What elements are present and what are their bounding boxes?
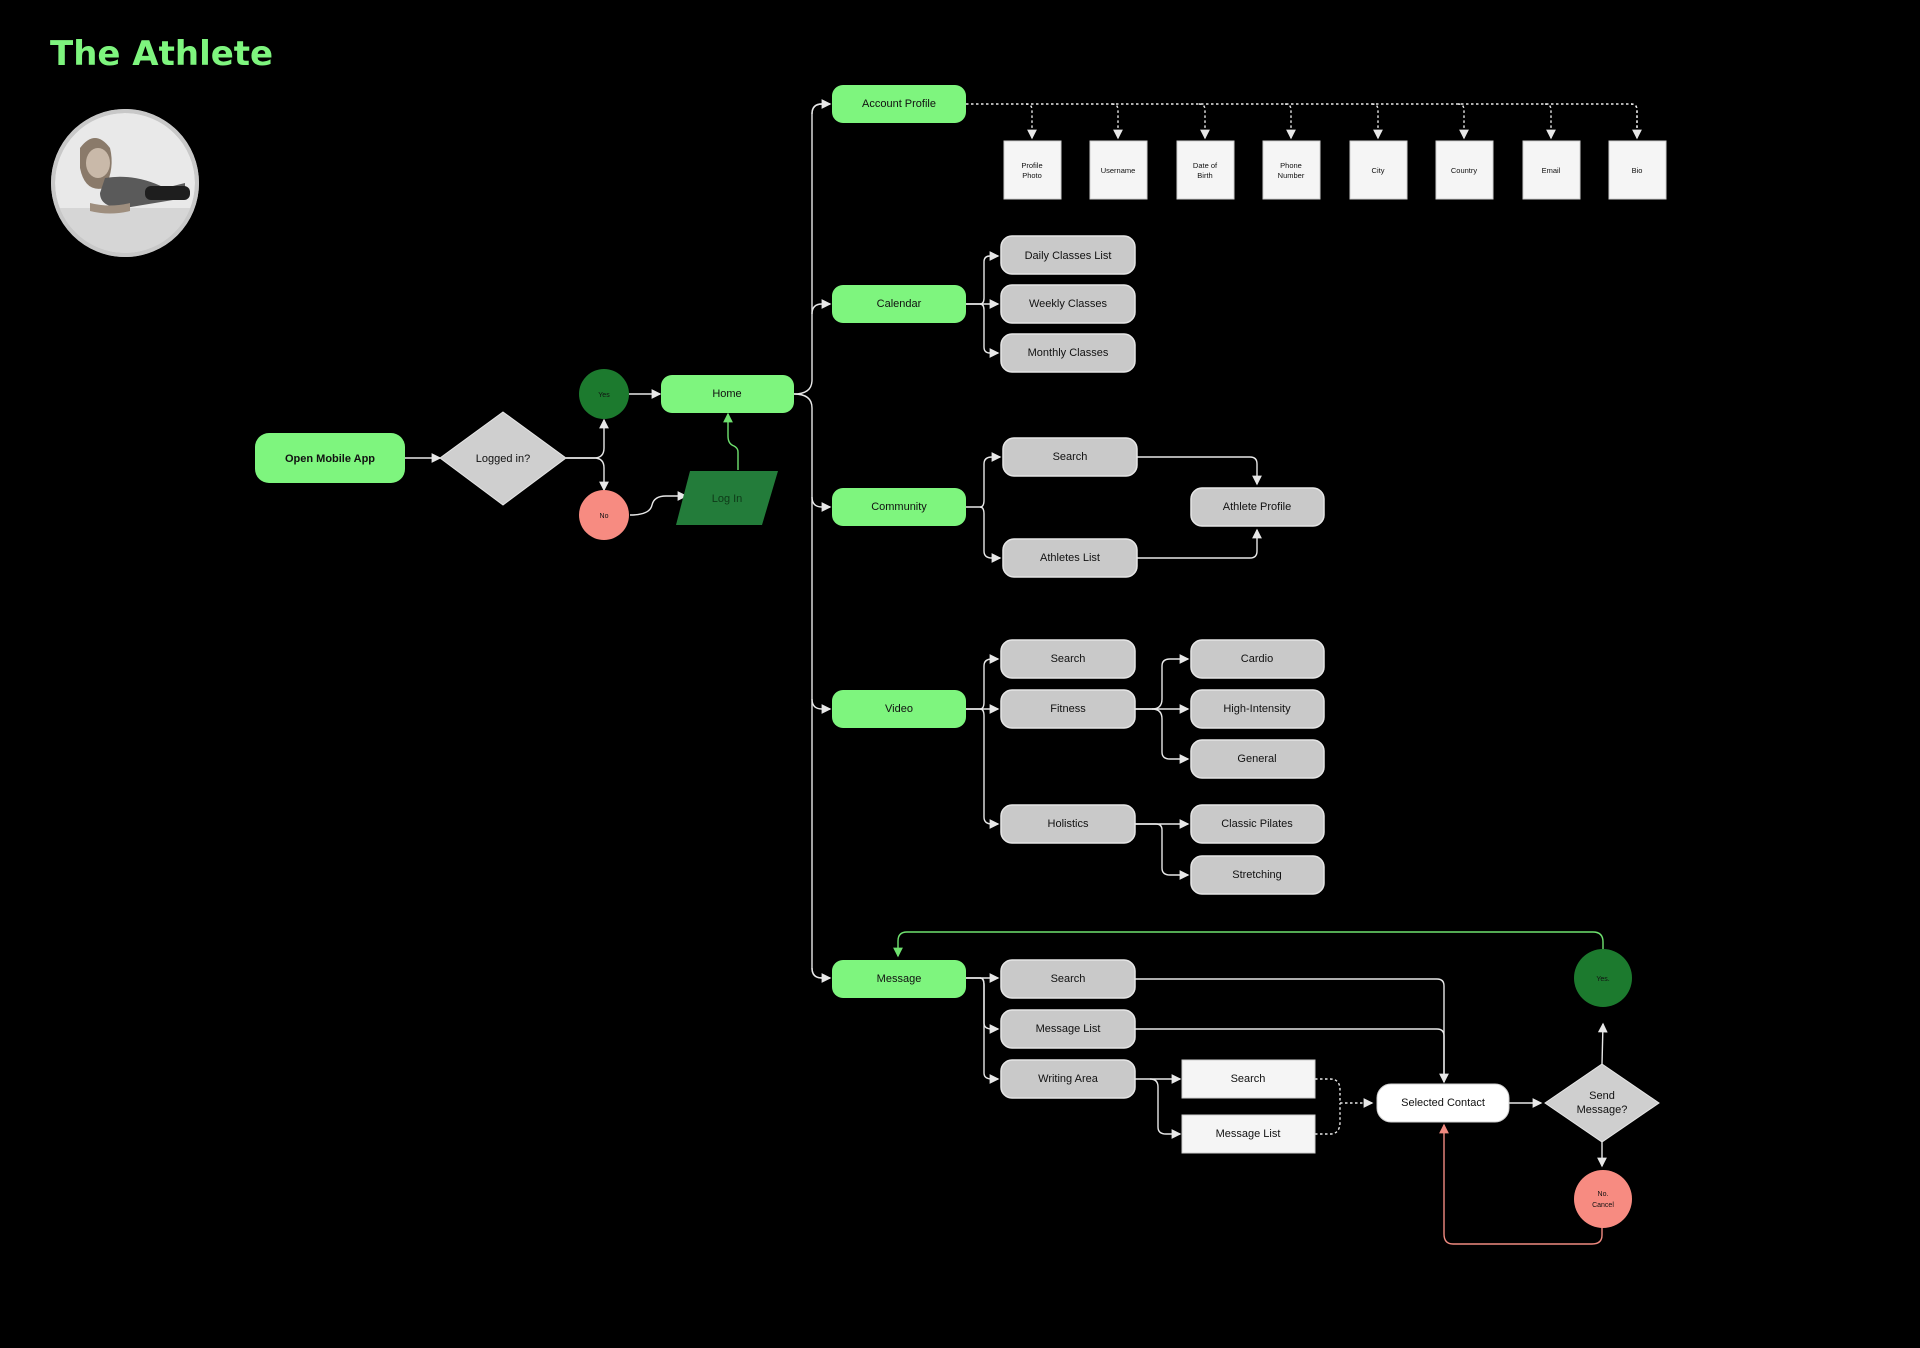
node-logged-in-decision[interactable]: Logged in?	[439, 411, 567, 506]
node-weekly-classes[interactable]: Weekly Classes	[1000, 284, 1136, 324]
node-open-mobile-app[interactable]: Open Mobile App	[255, 433, 405, 483]
node-send-message-decision[interactable]: Send Message?	[1544, 1063, 1660, 1143]
profile-field-date-of-birth[interactable]: Date of Birth	[1176, 140, 1235, 200]
node-video[interactable]: Video	[832, 690, 966, 728]
node-label: Message List	[1036, 1023, 1101, 1035]
node-send-no-cancel[interactable]: No. Cancel	[1574, 1170, 1632, 1228]
node-label: City	[1372, 166, 1385, 175]
node-label: Email	[1542, 166, 1561, 175]
connectors	[405, 99, 1642, 1245]
profile-field-city[interactable]: City	[1349, 140, 1408, 200]
node-send-yes[interactable]: Yes.	[1574, 949, 1632, 1007]
node-label: Weekly Classes	[1029, 298, 1108, 310]
node-home[interactable]: Home	[661, 375, 794, 413]
node-label: Search	[1053, 451, 1088, 463]
node-label: Search	[1051, 653, 1086, 665]
node-cardio[interactable]: Cardio	[1190, 639, 1325, 679]
node-general[interactable]: General	[1190, 739, 1325, 779]
node-label: Birth	[1197, 171, 1212, 180]
node-holistics[interactable]: Holistics	[1000, 804, 1136, 844]
node-label: Monthly Classes	[1028, 347, 1109, 359]
node-label: Date of	[1193, 161, 1218, 170]
node-athlete-profile[interactable]: Athlete Profile	[1190, 487, 1325, 527]
node-label: Message List	[1216, 1128, 1281, 1140]
athlete-avatar-icon	[51, 109, 199, 257]
node-label: Writing Area	[1038, 1073, 1099, 1085]
node-label: Logged in?	[476, 453, 530, 465]
node-label: Fitness	[1050, 703, 1086, 715]
node-athletes-list[interactable]: Athletes List	[1002, 538, 1138, 578]
profile-field-phone-number[interactable]: Phone Number	[1262, 140, 1321, 200]
node-selected-contact[interactable]: Selected Contact	[1376, 1083, 1510, 1123]
node-label: Phone	[1280, 161, 1302, 170]
node-label: Holistics	[1048, 818, 1089, 830]
node-classic-pilates[interactable]: Classic Pilates	[1190, 804, 1325, 844]
node-writing-message-list[interactable]: Message List	[1181, 1114, 1316, 1154]
node-community[interactable]: Community	[832, 488, 966, 526]
node-label: Open Mobile App	[285, 453, 375, 465]
node-message-search[interactable]: Search	[1000, 959, 1136, 999]
node-label: Home	[712, 388, 741, 400]
node-label: Calendar	[877, 298, 922, 310]
node-label: Country	[1451, 166, 1478, 175]
node-label: Cardio	[1241, 653, 1273, 665]
profile-field-country[interactable]: Country	[1435, 140, 1494, 200]
node-label: Account Profile	[862, 98, 936, 110]
node-account-profile[interactable]: Account Profile	[832, 85, 966, 123]
node-label: Send	[1589, 1090, 1615, 1102]
node-log-in[interactable]: Log In	[676, 471, 778, 525]
node-label: General	[1237, 753, 1276, 765]
node-message-list[interactable]: Message List	[1000, 1009, 1136, 1049]
node-message[interactable]: Message	[832, 960, 966, 998]
node-label: Photo	[1022, 171, 1042, 180]
node-label: No	[600, 513, 609, 520]
node-label: Classic Pilates	[1221, 818, 1293, 830]
node-stretching[interactable]: Stretching	[1190, 855, 1325, 895]
node-label: Number	[1278, 171, 1305, 180]
node-label: Community	[871, 501, 927, 513]
node-writing-search[interactable]: Search	[1181, 1059, 1316, 1099]
profile-field-bio[interactable]: Bio	[1608, 140, 1667, 200]
node-community-search[interactable]: Search	[1002, 437, 1138, 477]
node-label: Message	[877, 973, 922, 985]
profile-field-email[interactable]: Email	[1522, 140, 1581, 200]
node-label: Log In	[712, 493, 743, 505]
node-label: High-Intensity	[1223, 703, 1291, 715]
node-high-intensity[interactable]: High-Intensity	[1190, 689, 1325, 729]
node-yes[interactable]: Yes	[579, 369, 629, 419]
node-label: Yes.	[1596, 976, 1609, 983]
page-title: The Athlete	[50, 34, 274, 74]
node-writing-area[interactable]: Writing Area	[1000, 1059, 1136, 1099]
node-label: Athletes List	[1040, 552, 1100, 564]
node-label: Yes	[598, 392, 610, 399]
node-label: Athlete Profile	[1223, 501, 1291, 513]
node-label: Video	[885, 703, 913, 715]
node-label: Message?	[1577, 1104, 1628, 1116]
node-label: Profile	[1021, 161, 1042, 170]
node-label: Selected Contact	[1401, 1097, 1485, 1109]
node-label: Bio	[1632, 166, 1643, 175]
node-label: Daily Classes List	[1025, 250, 1112, 262]
profile-field-username[interactable]: Username	[1089, 140, 1148, 200]
node-monthly-classes[interactable]: Monthly Classes	[1000, 333, 1136, 373]
node-label: No.	[1598, 1191, 1609, 1198]
node-calendar[interactable]: Calendar	[832, 285, 966, 323]
node-label: Username	[1101, 166, 1136, 175]
node-no[interactable]: No	[579, 490, 629, 540]
node-label: Cancel	[1592, 1202, 1614, 1209]
node-video-search[interactable]: Search	[1000, 639, 1136, 679]
node-label: Search	[1051, 973, 1086, 985]
node-label: Search	[1231, 1073, 1266, 1085]
profile-field-profile-photo[interactable]: Profile Photo	[1003, 140, 1062, 200]
node-fitness[interactable]: Fitness	[1000, 689, 1136, 729]
node-label: Stretching	[1232, 869, 1282, 881]
node-daily-classes-list[interactable]: Daily Classes List	[1000, 235, 1136, 275]
